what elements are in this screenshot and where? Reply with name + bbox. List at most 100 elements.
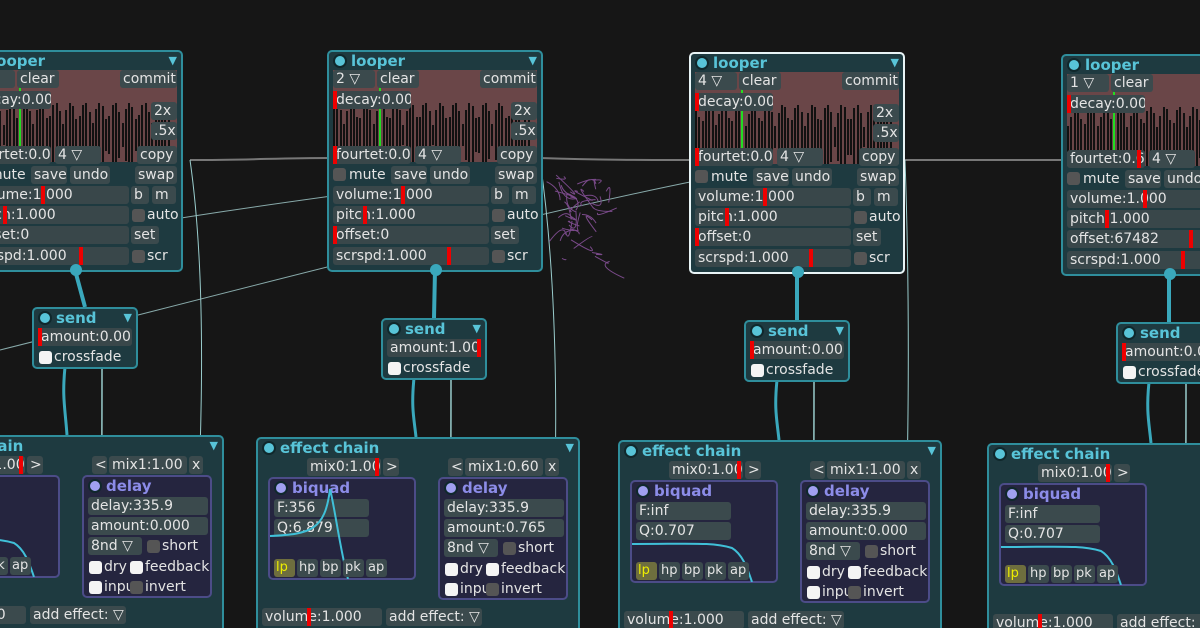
mute-checkbox[interactable] (695, 170, 708, 183)
looper-node[interactable]: looper▼clearcommitdecay:0.002x.5xfourtet… (0, 50, 183, 272)
crossfade-checkbox[interactable] (1123, 366, 1136, 379)
collapse-icon[interactable]: ▼ (566, 441, 574, 454)
next-button[interactable]: > (27, 456, 43, 474)
clear-button[interactable]: clear (17, 70, 59, 88)
collapse-icon[interactable]: ▼ (473, 322, 481, 335)
mix1-slider[interactable]: mix1:1.00 (827, 461, 905, 479)
node-header[interactable]: looper (0, 52, 45, 70)
effect-chain-node[interactable]: effect chain▼mix0:1.00><mix1:1.00xbiquad… (0, 435, 224, 628)
mix0-slider[interactable]: mix0:1.00 (307, 458, 381, 476)
patch-cable[interactable] (594, 181, 596, 190)
next-button[interactable]: > (745, 461, 761, 479)
undo-button[interactable]: undo (1164, 170, 1200, 188)
undo-button[interactable]: undo (792, 168, 832, 186)
offset-slider[interactable]: offset:67482 (1067, 230, 1200, 248)
volume-slider[interactable]: volume:1.000 (333, 186, 489, 204)
input-checkbox[interactable] (445, 583, 458, 596)
loop-count-select[interactable] (0, 70, 15, 88)
pitch-slider[interactable]: pitch:1.000 (0, 206, 129, 224)
delay-node[interactable]: delaydelay:335.9amount:0.0008nd ▽shortdr… (800, 480, 930, 603)
patch-cable[interactable] (571, 240, 592, 251)
patch-cable[interactable] (592, 252, 602, 254)
chain-volume-slider[interactable]: volume:1.000 (0, 606, 26, 624)
patch-cable[interactable] (577, 212, 580, 230)
looper-node[interactable]: looper▼1 ▽cleardecay:0.00fourtet:0.64 ▽m… (1061, 54, 1200, 276)
send-amount-slider[interactable]: amount:0.00 (750, 341, 844, 359)
loop-count-select[interactable]: 1 ▽ (1067, 74, 1109, 92)
remove-button[interactable]: x (545, 458, 559, 476)
set-button[interactable]: set (491, 226, 519, 244)
node-header[interactable]: delay (806, 482, 870, 500)
dry-checkbox[interactable] (445, 563, 458, 576)
patch-cable[interactable] (605, 261, 624, 278)
crossfade-checkbox[interactable] (751, 364, 764, 377)
mix1-slider[interactable]: mix1:0.60 (465, 458, 543, 476)
scrspd-slider[interactable]: scrspd:1.000 (0, 247, 129, 265)
send-node[interactable]: send▼amount:0.00crossfade (32, 307, 138, 369)
enable-toggle-icon[interactable] (624, 444, 638, 458)
decay-slider[interactable]: decay:0.00 (0, 91, 51, 109)
mix1-slider[interactable]: mix1:1.00 (109, 456, 187, 474)
filter-mode-bp[interactable]: bp (1051, 565, 1072, 583)
effect-chain-node[interactable]: effect chain▼mix0:1.00>biquadF:infQ:0.70… (987, 443, 1200, 628)
copy-button[interactable]: copy (497, 146, 537, 164)
node-header[interactable]: effect chain (262, 439, 379, 457)
enable-toggle-icon[interactable] (993, 447, 1007, 461)
fourtet-slider[interactable]: fourtet:0.0 (0, 146, 51, 164)
swap-button[interactable]: swap (495, 166, 537, 184)
scr-checkbox[interactable] (132, 250, 145, 263)
send-amount-slider[interactable]: amount:0.00 (38, 328, 132, 346)
chain-volume-slider[interactable]: volume:1.000 (262, 608, 382, 626)
remove-button[interactable]: x (189, 456, 203, 474)
commit-button[interactable]: commit (120, 70, 177, 88)
biquad-node[interactable]: biquadlphpbppkap (0, 475, 60, 578)
collapse-icon[interactable]: ▼ (836, 324, 844, 337)
node-header[interactable]: looper (1067, 56, 1139, 74)
loop-count-select[interactable]: 4 ▽ (695, 72, 737, 90)
prev-button[interactable]: < (810, 461, 825, 479)
undo-button[interactable]: undo (430, 166, 470, 184)
delay-time-slider[interactable]: delay:335.9 (88, 497, 208, 515)
m-button[interactable]: m (874, 188, 898, 206)
add-effect-select[interactable]: add effect: ▽ (748, 611, 844, 628)
save-button[interactable]: save (391, 166, 427, 184)
speed-half-button[interactable]: .5x (511, 122, 537, 140)
delay-node[interactable]: delaydelay:335.9amount:0.7658nd ▽shortdr… (438, 477, 568, 600)
delay-time-slider[interactable]: delay:335.9 (444, 499, 564, 517)
filter-mode-lp[interactable]: lp (274, 559, 295, 577)
node-header[interactable]: delay (88, 477, 152, 495)
looper-node[interactable]: looper▼4 ▽clearcommitdecay:0.002x.5xfour… (689, 52, 905, 274)
undo-button[interactable]: undo (70, 166, 110, 184)
input-checkbox[interactable] (807, 586, 820, 599)
collapse-icon[interactable]: ▼ (210, 439, 218, 452)
crossfade-checkbox[interactable] (388, 362, 401, 375)
send-node[interactable]: send▼amount:0.0crossfade (1116, 322, 1200, 384)
copy-button[interactable]: copy (859, 148, 899, 166)
save-button[interactable]: save (31, 166, 67, 184)
dry-checkbox[interactable] (89, 561, 102, 574)
note-select[interactable]: 8nd ▽ (444, 539, 498, 557)
prev-button[interactable]: < (448, 458, 463, 476)
patch-cable[interactable] (547, 182, 560, 200)
input-checkbox[interactable] (89, 581, 102, 594)
node-header[interactable]: delay (444, 479, 508, 497)
filter-mode-ap[interactable]: ap (728, 562, 749, 580)
biquad-node[interactable]: biquadF:infQ:0.707lphpbppkap (999, 483, 1147, 586)
fourtet-slider[interactable]: fourtet:0.0 (333, 146, 411, 164)
next-button[interactable]: > (383, 458, 399, 476)
node-header[interactable]: looper (695, 54, 767, 72)
next-button[interactable]: > (1114, 464, 1130, 482)
output-port[interactable] (70, 264, 82, 276)
patch-cable[interactable] (549, 230, 566, 242)
remove-button[interactable]: x (907, 461, 921, 479)
fourtet-select[interactable]: 4 ▽ (415, 146, 461, 164)
node-header[interactable]: looper (333, 52, 405, 70)
enable-toggle-icon[interactable] (387, 322, 401, 336)
delay-amount-slider[interactable]: amount:0.000 (806, 522, 926, 540)
filter-mode-hp[interactable]: hp (659, 562, 680, 580)
filter-mode-ap[interactable]: ap (1097, 565, 1118, 583)
enable-toggle-icon[interactable] (1122, 326, 1136, 340)
fourtet-select[interactable]: 4 ▽ (777, 148, 823, 166)
enable-toggle-icon[interactable] (333, 54, 347, 68)
